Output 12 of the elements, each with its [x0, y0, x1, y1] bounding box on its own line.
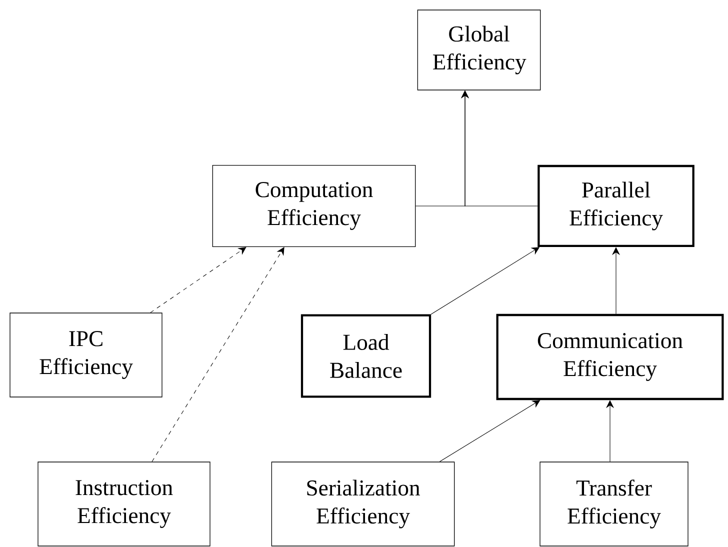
process-box: Parallel Efficiency: [538, 164, 694, 248]
arrow: [439, 400, 540, 462]
process-box: Transfer Efficiency: [540, 462, 688, 546]
process-box: Computation Efficiency: [212, 165, 416, 247]
arrow: [152, 247, 284, 462]
process-box: Serialization Efficiency: [271, 462, 455, 546]
process-box: IPC Efficiency: [10, 312, 162, 398]
process-box: Instruction Efficiency: [38, 462, 210, 546]
process-box: Communication Efficiency: [496, 314, 724, 400]
process-box: Global Efficiency: [417, 10, 541, 90]
process-box: Load Balance: [300, 314, 432, 398]
arrow: [150, 247, 246, 313]
